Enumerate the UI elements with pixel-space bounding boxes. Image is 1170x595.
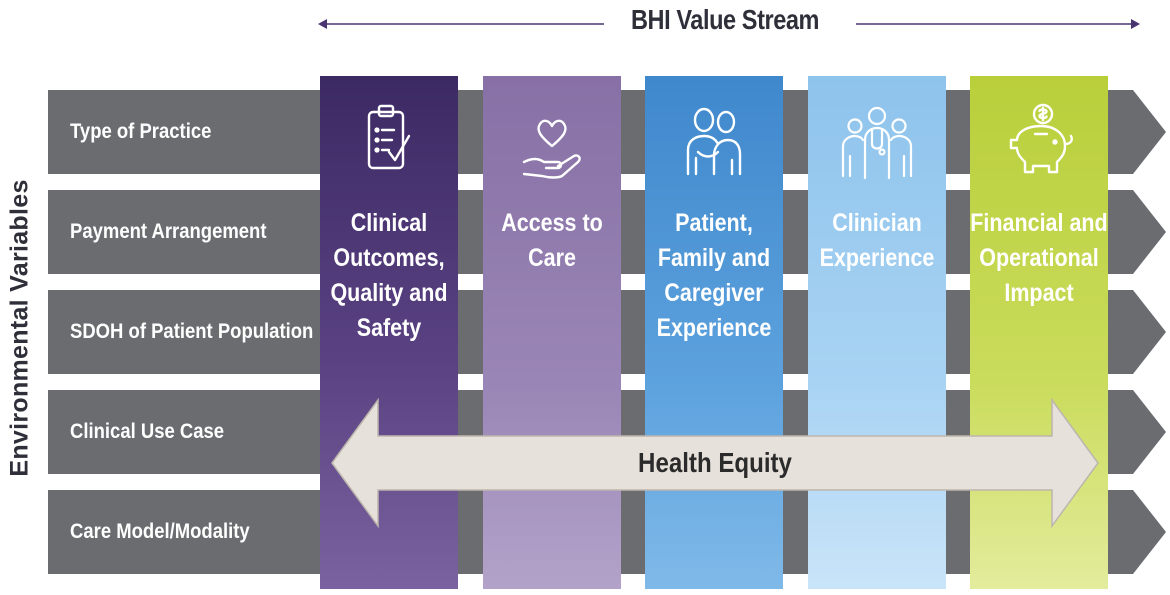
row-label: SDOH of Patient Population <box>70 320 314 343</box>
piggy-bank-icon <box>1009 103 1073 174</box>
column-clinical-outcomes: Clinical Outcomes, Quality and Safety <box>320 76 458 589</box>
side-label-text: Environmental Variables <box>5 179 34 477</box>
row-label: Clinical Use Case <box>70 420 225 443</box>
right-header-arrow <box>856 19 1140 29</box>
column-title: Clinical Outcomes, Quality and Safety <box>330 209 448 342</box>
health-equity-arrow <box>331 398 1099 528</box>
column-patient-family-caregiver: Patient, Family and Caregiver Experience <box>645 76 783 589</box>
value-stream-title: BHI Value Stream <box>630 4 820 35</box>
row-label: Payment Arrangement <box>70 220 267 243</box>
clinicians-icon <box>841 106 913 180</box>
row-label: Care Model/Modality <box>70 520 250 543</box>
column-access-to-care: Access to Care <box>483 76 621 589</box>
environmental-variables-label: Environmental Variables <box>0 0 40 595</box>
heart-hand-icon <box>522 119 581 179</box>
column-title: Clinician Experience <box>819 209 935 272</box>
family-icon <box>686 107 742 176</box>
column-financial-operational: Financial and Operational Impact <box>970 76 1108 589</box>
column-title: Access to Care <box>501 209 603 272</box>
column-clinician-experience: Clinician Experience <box>808 76 946 589</box>
column-title: Patient, Family and Caregiver Experience <box>656 209 772 342</box>
clipboard-check-icon <box>367 104 411 170</box>
row-label: Type of Practice <box>70 120 212 143</box>
left-header-arrow <box>318 19 604 29</box>
column-title: Financial and Operational Impact <box>970 209 1108 307</box>
health-equity-label: Health Equity <box>638 447 792 478</box>
